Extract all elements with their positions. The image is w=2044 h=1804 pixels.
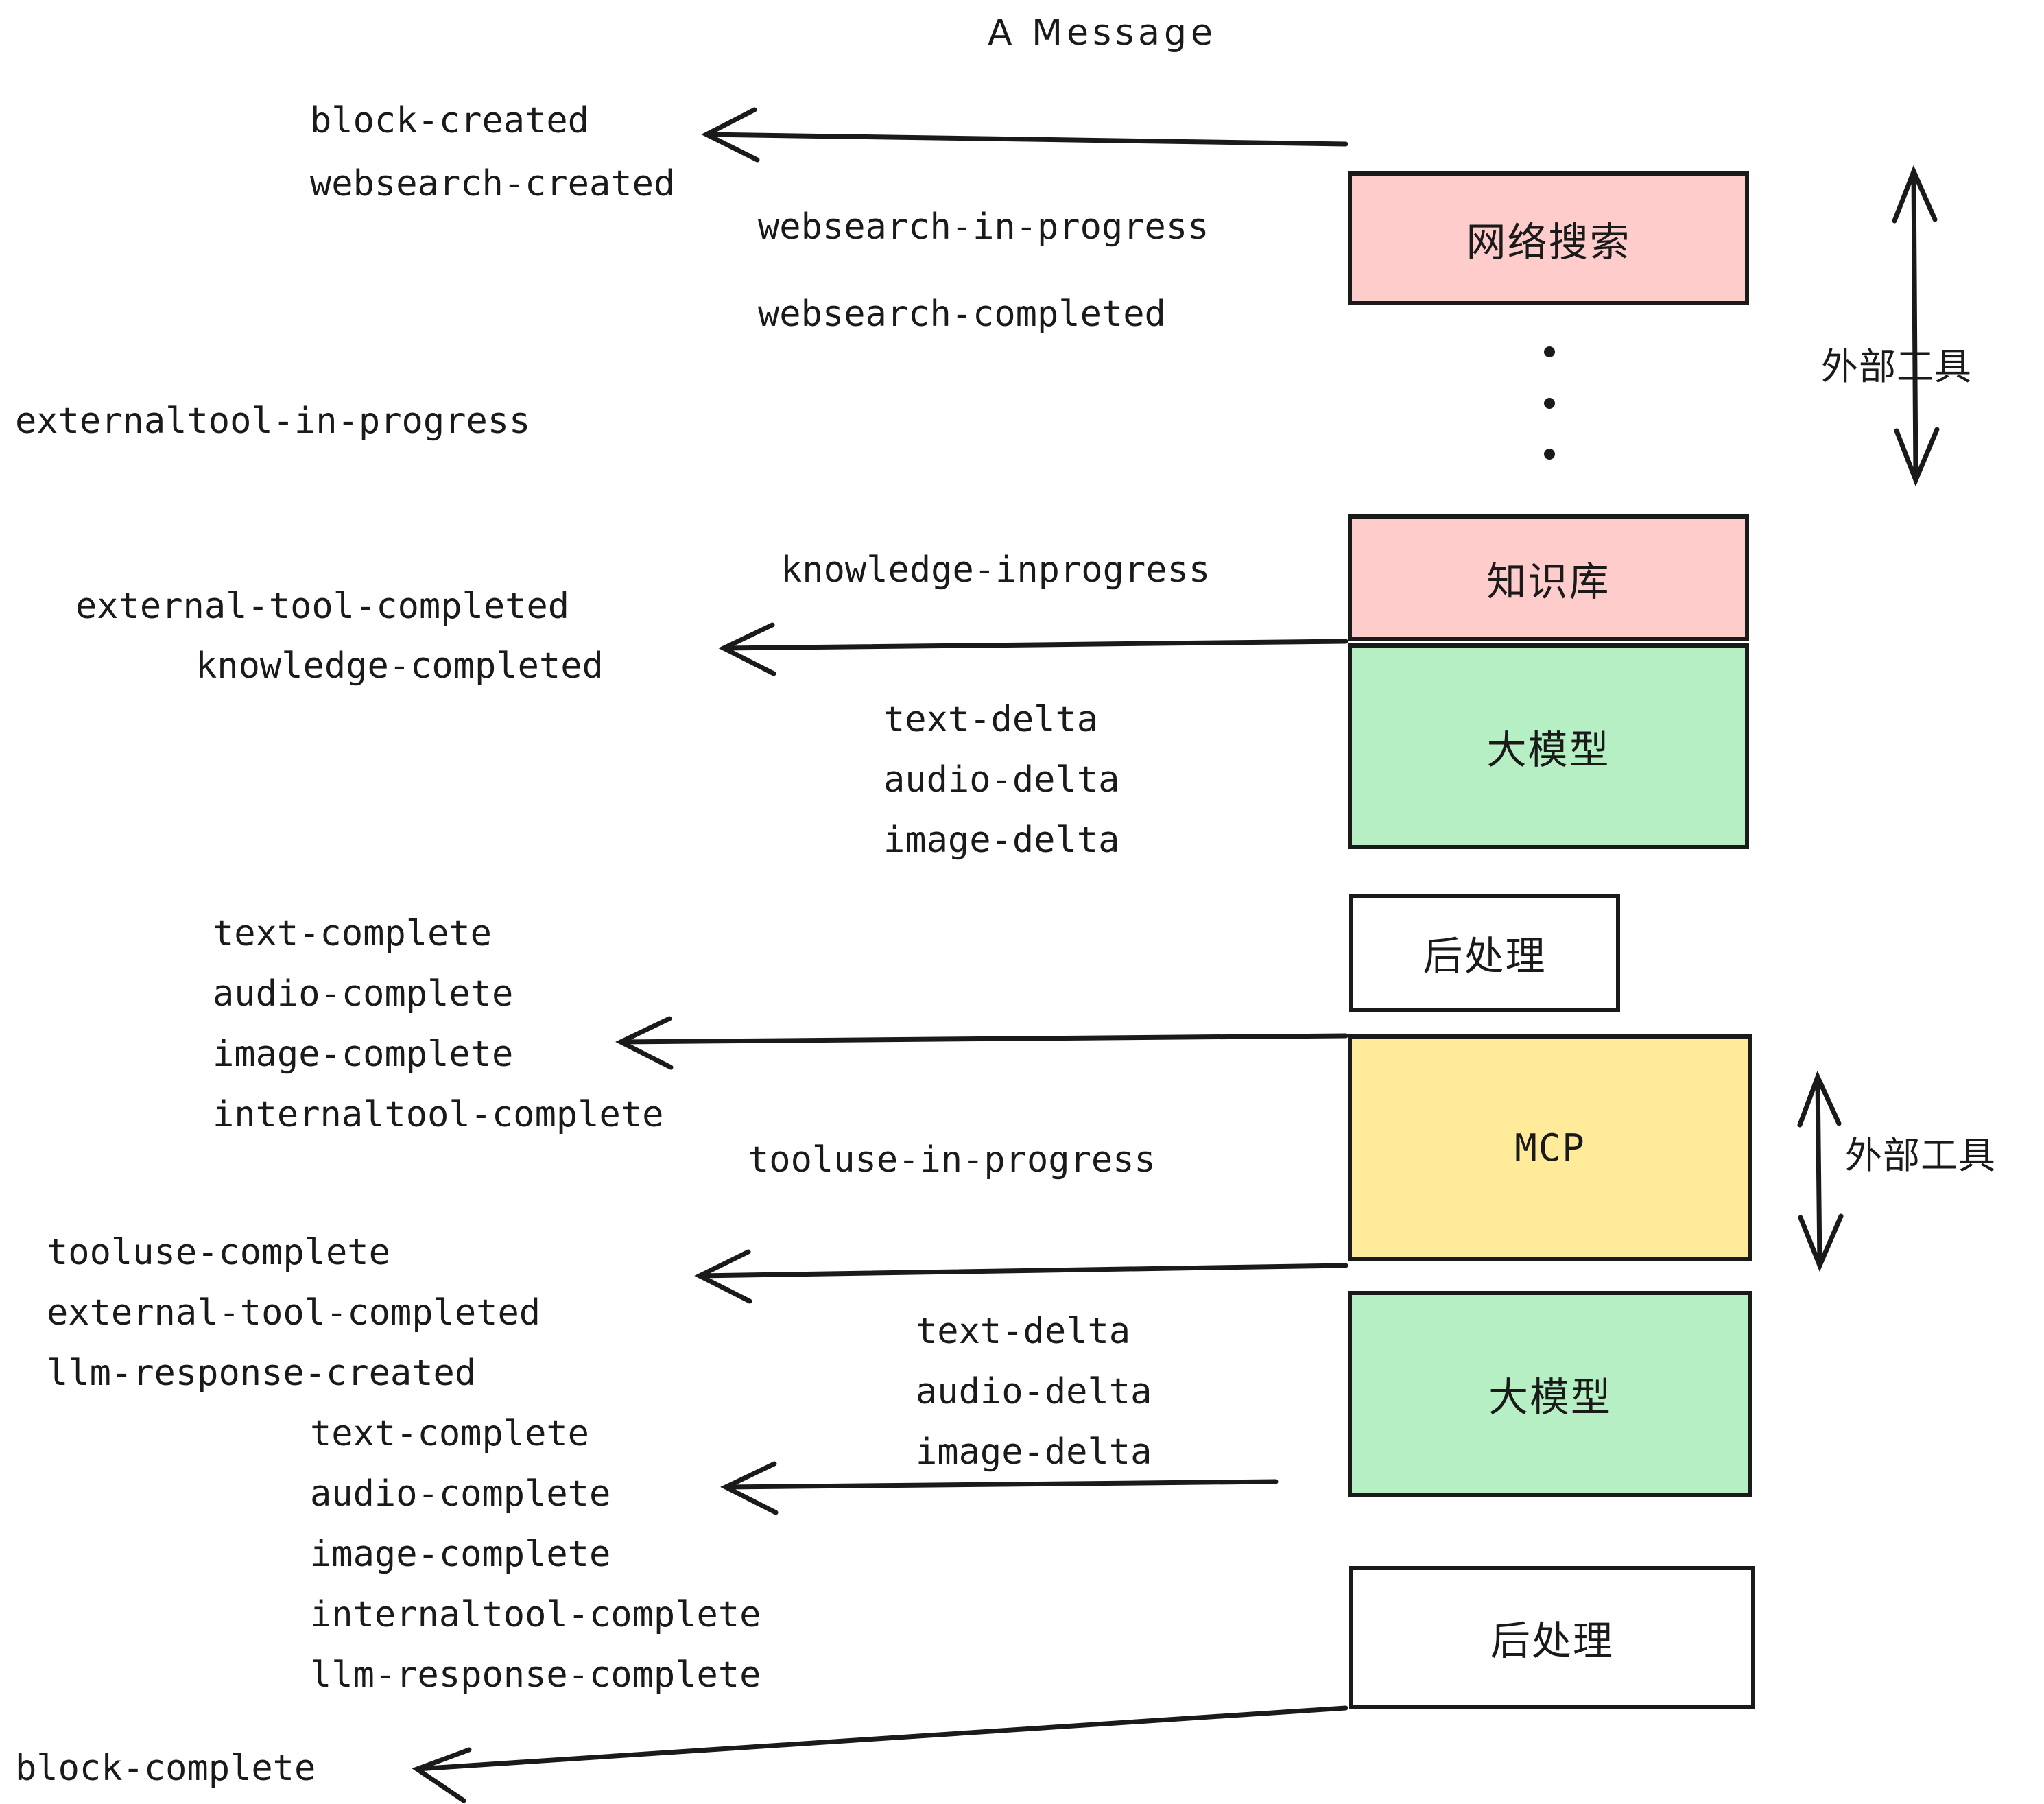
node-llm-second-label: 大模型 [1488, 1374, 1612, 1421]
event-block-created: block-created [310, 100, 589, 141]
node-postprocess-second-label: 后处理 [1490, 1617, 1614, 1664]
page-title: A Message [988, 12, 1217, 54]
node-mcp[interactable]: MCP [1348, 1034, 1752, 1261]
event-knowledge-completed: knowledge-completed [195, 645, 604, 687]
event-knowledge-inprogress: knowledge-inprogress [781, 549, 1211, 591]
group-label-external-tools-bottom: 外部工具 [1845, 1125, 1996, 1179]
event-external-tool-completed-second: external-tool-completed [47, 1292, 541, 1333]
event-externaltool-in-progress: externaltool-in-progress [15, 401, 531, 442]
ellipsis-dot [1544, 346, 1555, 357]
event-websearch-completed: websearch-completed [758, 294, 1166, 335]
event-audio-complete-first: audio-complete [213, 973, 514, 1014]
arrow-post2-to-blockcomplete [414, 1705, 1348, 1772]
ellipsis-dot [1544, 449, 1555, 460]
node-websearch-label: 网络搜索 [1466, 218, 1631, 265]
event-audio-delta-second: audio-delta [916, 1371, 1152, 1412]
arrow-post2-to-blockcomplete-head [412, 1747, 472, 1803]
arrow-external-bottom-line [1815, 1074, 1822, 1268]
node-llm-first[interactable]: 大模型 [1348, 643, 1749, 849]
node-postprocess-first-label: 后处理 [1423, 933, 1547, 980]
event-llm-response-created: llm-response-created [47, 1353, 477, 1394]
arrow-post1-to-imagecomplete-head [615, 1016, 674, 1070]
event-image-complete-first: image-complete [213, 1034, 514, 1075]
group-label-external-tools-top-text: 外部工具 [1821, 345, 1972, 388]
node-mcp-label: MCP [1514, 1126, 1586, 1170]
arrow-mcp-to-tooluse [697, 1263, 1348, 1279]
node-postprocess-first[interactable]: 后处理 [1349, 894, 1620, 1012]
group-label-external-tools-bottom-text: 外部工具 [1845, 1134, 1996, 1177]
event-internaltool-complete-first: internaltool-complete [213, 1094, 664, 1135]
event-websearch-created: websearch-created [310, 163, 676, 204]
arrow-websearch-to-created-head [701, 107, 760, 163]
node-postprocess-second[interactable]: 后处理 [1349, 1566, 1755, 1709]
event-text-complete-first: text-complete [213, 913, 492, 954]
node-llm-first-label: 大模型 [1486, 726, 1611, 773]
arrow-external-bottom-down-head [1798, 1213, 1844, 1272]
event-image-complete-second: image-complete [310, 1534, 611, 1575]
event-audio-delta-first: audio-delta [883, 759, 1120, 800]
arrow-llm2-to-audiocomplete-head [720, 1461, 779, 1515]
event-websearch-in-progress: websearch-in-progress [758, 206, 1209, 248]
event-internaltool-complete-second: internaltool-complete [310, 1594, 761, 1635]
event-tooluse-in-progress: tooluse-in-progress [748, 1139, 1156, 1180]
arrow-post1-to-imagecomplete [618, 1033, 1348, 1045]
ellipsis-dot [1544, 397, 1555, 409]
group-label-external-tools-top: 外部工具 [1821, 336, 1972, 390]
event-block-complete: block-complete [15, 1748, 316, 1789]
arrow-external-bottom-up-head [1797, 1070, 1842, 1128]
node-knowledge[interactable]: 知识库 [1348, 514, 1749, 641]
event-audio-complete-second: audio-complete [310, 1473, 611, 1515]
arrow-knowledge-to-completed [721, 639, 1348, 651]
arrow-knowledge-to-completed-head [718, 622, 776, 676]
arrow-external-top-up-head [1892, 165, 1938, 224]
arrow-external-top-line [1911, 169, 1918, 483]
event-image-delta-second: image-delta [916, 1432, 1152, 1473]
event-llm-response-complete: llm-response-complete [310, 1654, 761, 1696]
event-tooluse-complete: tooluse-complete [47, 1232, 390, 1273]
arrow-llm2-to-audiocomplete [723, 1479, 1279, 1490]
event-image-delta-first: image-delta [883, 820, 1120, 861]
arrow-mcp-to-tooluse-head [694, 1249, 752, 1304]
arrow-websearch-to-created [704, 132, 1348, 147]
event-text-delta-first: text-delta [883, 699, 1099, 740]
node-llm-second[interactable]: 大模型 [1348, 1291, 1752, 1497]
ellipsis-vertical [1543, 346, 1556, 460]
node-knowledge-label: 知识库 [1486, 558, 1611, 605]
arrow-external-top-down-head [1894, 427, 1940, 487]
event-text-delta-second: text-delta [916, 1311, 1131, 1352]
node-websearch[interactable]: 网络搜索 [1348, 171, 1749, 305]
event-external-tool-completed-first: external-tool-completed [75, 586, 570, 627]
event-text-complete-second: text-complete [310, 1413, 589, 1454]
